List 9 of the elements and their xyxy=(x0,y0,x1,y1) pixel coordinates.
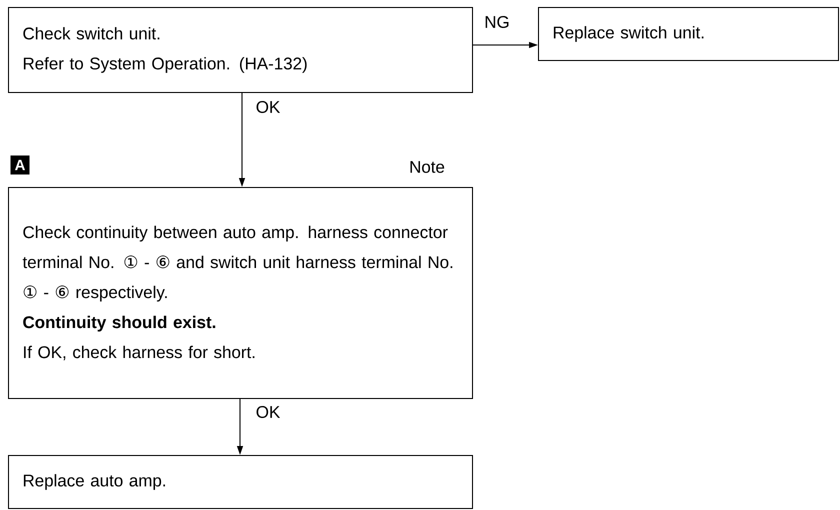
process-box: Replace auto amp. xyxy=(8,455,473,509)
process-box: Check switch unit. Refer to System Operation. (HA-132) xyxy=(8,7,473,93)
process-box: Replace switch unit. xyxy=(538,7,839,61)
note-label: Note xyxy=(410,161,444,173)
edge-label: OK xyxy=(254,100,282,114)
section-tag: A xyxy=(10,156,30,174)
edge-label: OK xyxy=(254,405,282,419)
edge-label: NG xyxy=(483,15,511,29)
process-box: Check continuity between auto amp. harness connector terminal No. ① - ⑥ and switch unit harness terminal No. ① - ⑥ respectively. Continuity should exist. If OK, check harness for short. xyxy=(8,187,473,399)
